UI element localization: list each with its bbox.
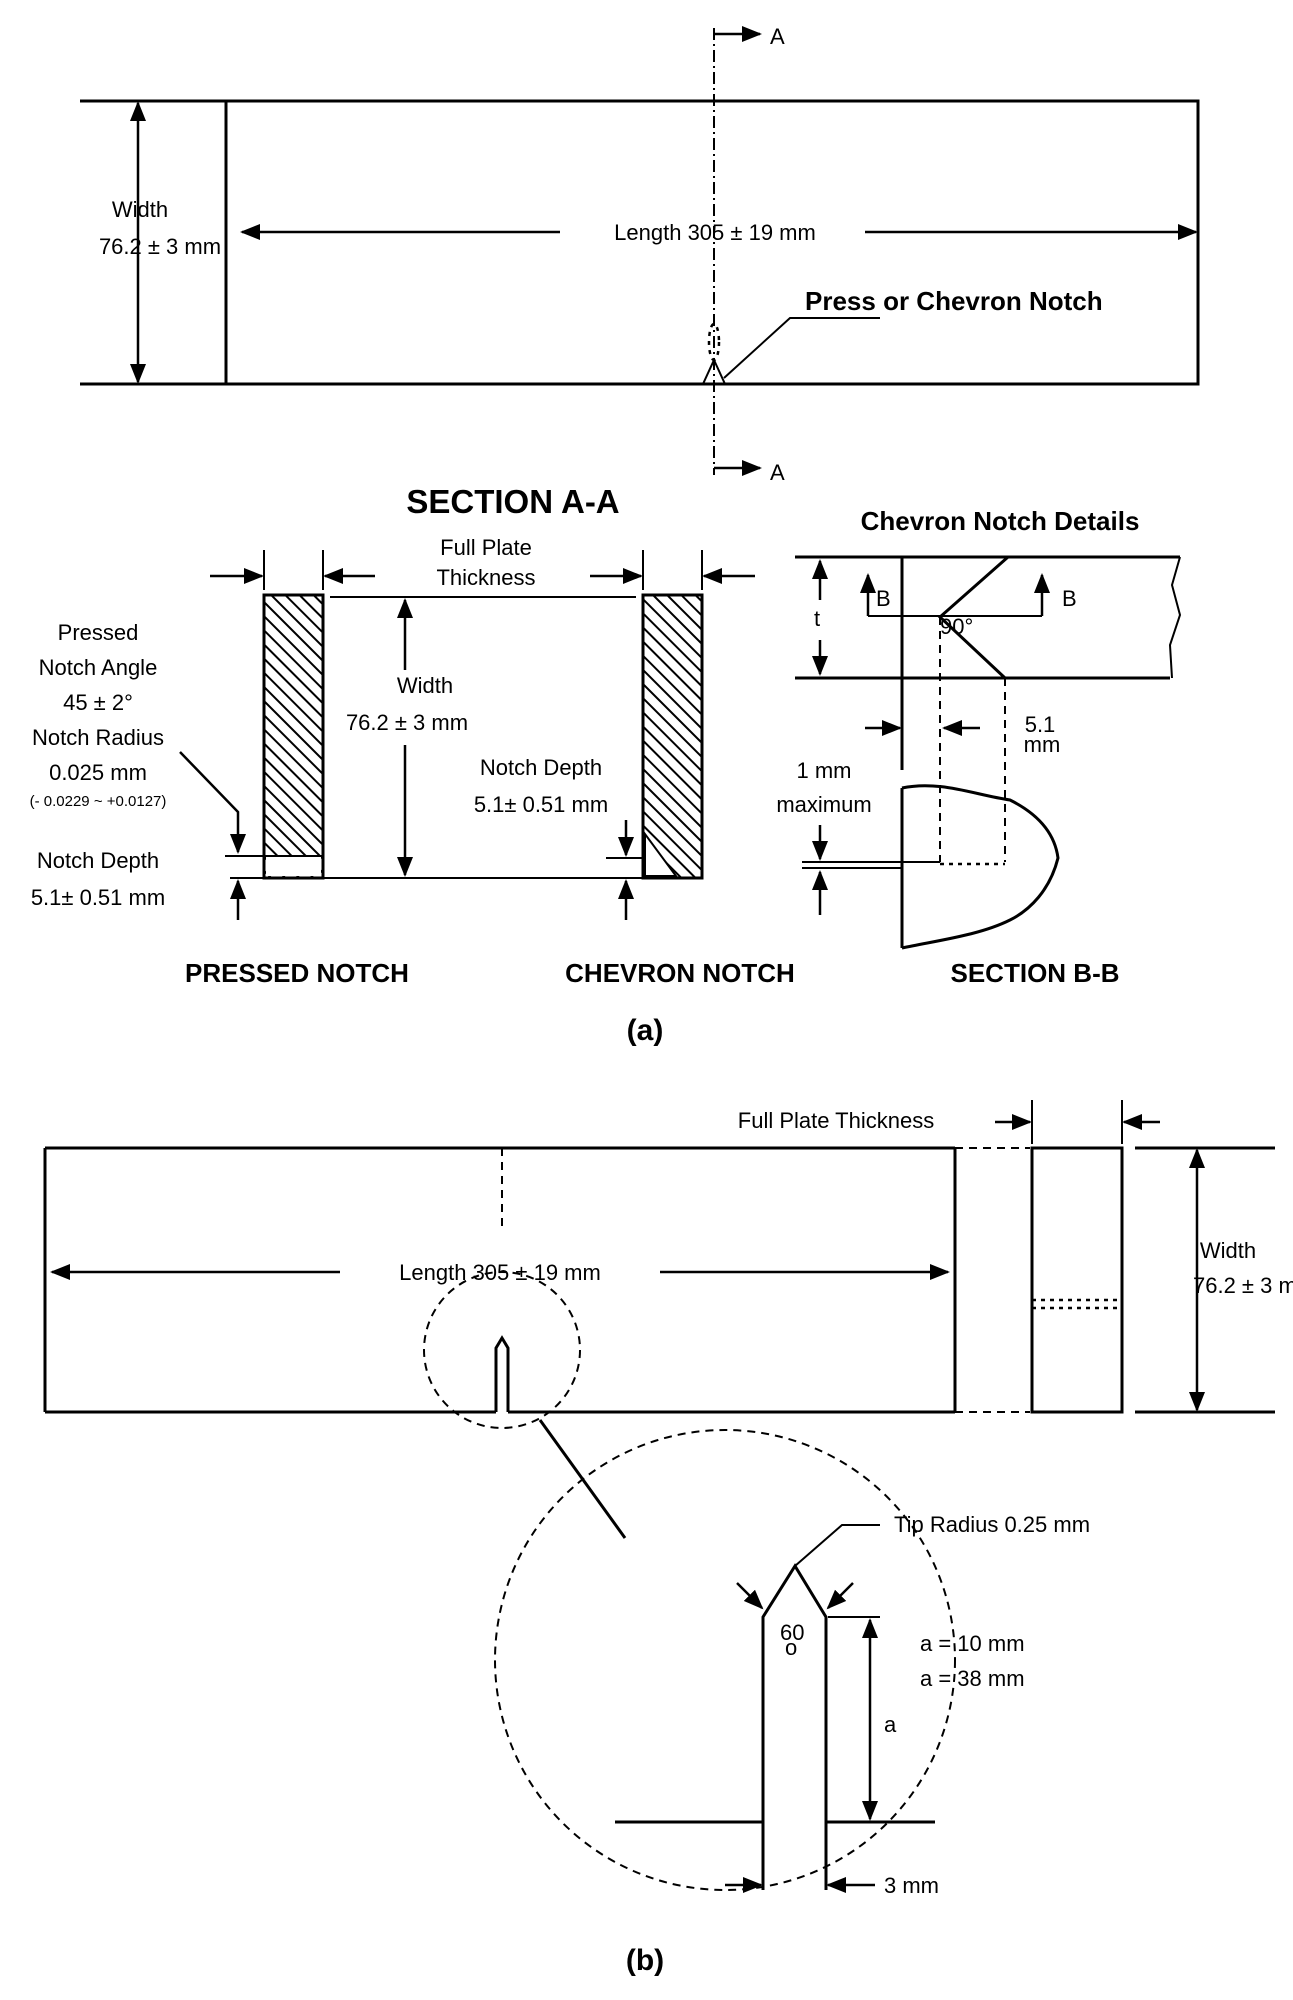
caption-a: (a)	[627, 1014, 664, 1047]
angle-deg-mark: o	[785, 1635, 797, 1660]
pressed-depth-value: 5.1± 0.51 mm	[31, 885, 165, 910]
max-line2: maximum	[776, 792, 871, 817]
tip-radius-leader	[794, 1524, 880, 1567]
section-width-value: 76.2 ± 3 mm	[346, 710, 468, 735]
notch-radius-tol: (- 0.0229 ~ +0.0127)	[30, 793, 167, 810]
caption-b: (b)	[626, 1944, 664, 1977]
specimen-plate-outline	[224, 99, 1200, 386]
notch-radius-value: 0.025 mm	[49, 760, 147, 785]
notch-leader-line	[723, 317, 880, 379]
section-aa-title: SECTION A-A	[406, 483, 619, 520]
chevron-depth-label: Notch Depth	[480, 755, 602, 780]
a-10-label: a = 10 mm	[920, 1631, 1025, 1656]
detail-break-line	[1168, 556, 1182, 679]
pressed-notch-caption: PRESSED NOTCH	[185, 958, 409, 988]
chevron-notch-details: Chevron Notch Details 90° t B B 5.1 mm 1…	[776, 506, 1182, 988]
t-label: t	[814, 606, 820, 631]
b-marker-left: B	[876, 586, 891, 611]
section-marker-top: A	[770, 24, 785, 49]
notch-dotted-mark	[707, 322, 721, 362]
notch-radius-label: Notch Radius	[32, 725, 164, 750]
section-marker-bottom: A	[770, 460, 785, 485]
pressed-angle-3: 45 ± 2°	[63, 690, 133, 715]
gap-label: 3 mm	[884, 1873, 939, 1898]
detail-circle-large	[494, 1429, 956, 1891]
tip-radius-label: Tip Radius 0.25 mm	[894, 1512, 1090, 1537]
a-38-label: a = 38 mm	[920, 1666, 1025, 1691]
pressed-notch-bar	[262, 593, 325, 880]
a-label: a	[884, 1712, 897, 1737]
b-marker-right: B	[1062, 586, 1077, 611]
full-plate-thickness-b: Full Plate Thickness	[738, 1108, 934, 1133]
dim51-bottom: mm	[1024, 732, 1061, 757]
tip-arrow-right	[826, 1582, 854, 1610]
section-aa: SECTION A-A Full Plate Thickness Width 7…	[30, 483, 795, 988]
pressed-angle-2: Notch Angle	[39, 655, 158, 680]
chevron-details-title: Chevron Notch Details	[861, 506, 1140, 536]
detail-circle-small	[423, 1271, 581, 1429]
width-b-label: Width	[1200, 1238, 1256, 1263]
dim51-top: 5.1	[1025, 712, 1056, 737]
chevron-notch-caption: CHEVRON NOTCH	[565, 958, 795, 988]
press-chevron-label: Press or Chevron Notch	[805, 286, 1103, 316]
chevron-depth-value: 5.1± 0.51 mm	[474, 792, 608, 817]
section-bb-caption: SECTION B-B	[951, 958, 1120, 988]
part-b-plate-view: Length 305 ± 19 mm Full Plate Thickness …	[43, 1100, 1293, 1539]
pressed-angle-1: Pressed	[58, 620, 139, 645]
width-label: Width	[112, 197, 168, 222]
width-value: 76.2 ± 3 mm	[99, 234, 221, 259]
section-bb-profile	[901, 784, 1060, 950]
angle-90-label: 90°	[940, 614, 973, 639]
max-line1: 1 mm	[797, 758, 852, 783]
pressed-notch-clear	[266, 856, 321, 876]
angle-60-label: 60	[780, 1620, 804, 1645]
notch-radius-leader	[179, 751, 246, 854]
full-plate-label-1: Full Plate	[440, 535, 532, 560]
pressed-depth-label: Notch Depth	[37, 848, 159, 873]
chevron-notch-bar	[641, 593, 704, 880]
chevron-notch-clear	[644, 830, 678, 877]
section-width-label: Width	[397, 673, 453, 698]
width-b-value: 76.2 ± 3 mm	[1193, 1273, 1293, 1298]
small-notch	[494, 1335, 510, 1412]
full-plate-label-2: Thickness	[436, 565, 535, 590]
side-view	[1030, 1146, 1124, 1414]
part-a-plate-view: Width 76.2 ± 3 mm Length 305 ± 19 mm A A…	[80, 24, 1200, 485]
notch-detail-enlarged: 60 o Tip Radius 0.25 mm a a = 10 mm a = …	[494, 1429, 1090, 1898]
large-notch	[761, 1563, 828, 1890]
tip-arrow-left	[736, 1582, 764, 1610]
